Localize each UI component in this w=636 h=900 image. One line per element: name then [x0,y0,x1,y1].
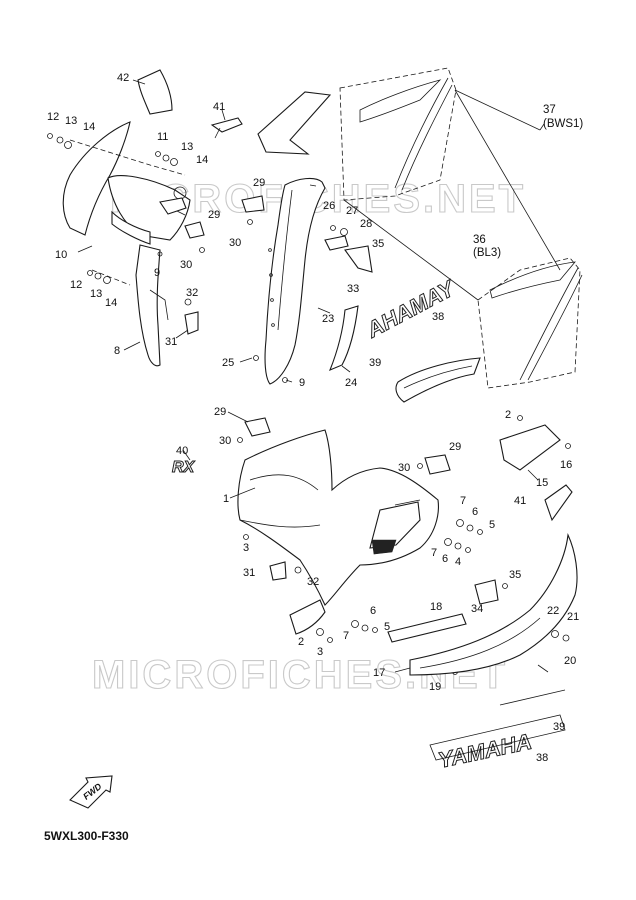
callout-2: 2 [505,409,511,421]
callout-6: 6 [442,553,448,565]
callout-35: 35 [372,238,384,250]
decal-40: RX [172,459,196,476]
part-main-fairing-1[interactable] [237,429,439,635]
leader-lines [77,79,549,673]
callout-13: 13 [65,115,77,127]
callout-9: 9 [154,267,160,279]
callout-30: 30 [398,462,410,474]
decal-yamaha-mirror: AHAMAY [362,275,460,343]
callout-28: 28 [360,218,372,230]
callout-29: 29 [208,209,220,221]
callout-6: 6 [472,506,478,518]
part-inner-panel-23[interactable] [264,177,326,385]
callout-40: 40 [176,445,188,457]
callout-37-variant: (BWS1) [543,118,583,130]
callout-7: 7 [460,495,466,507]
fasteners-lower [237,415,571,675]
decal-yamaha: YAMAHA [436,729,534,773]
callout-21: 21 [567,611,579,623]
callout-41: 41 [213,101,225,113]
callout-32: 32 [307,576,319,588]
callout-39: 39 [553,721,565,733]
fasteners-upper-middle [253,91,373,383]
callout-12: 12 [47,111,59,123]
part-strip-18[interactable] [387,613,467,643]
decal-yamaha-outline [429,714,566,761]
callout-36-variant: (BL3) [473,247,501,259]
callout-16: 16 [560,459,572,471]
callout-31: 31 [243,567,255,579]
callout-24: 24 [345,377,357,389]
callout-7: 7 [343,630,349,642]
callout-38: 38 [432,311,444,323]
callout-38: 38 [536,752,548,764]
callout-30: 30 [229,237,241,249]
callout-33: 33 [347,283,359,295]
part-decal-small-upper[interactable] [395,357,481,403]
callout-26: 26 [323,200,335,212]
callout-12: 12 [70,279,82,291]
callout-32: 32 [186,287,198,299]
callout-17: 17 [373,667,385,679]
callout-19: 19 [429,681,441,693]
callout-11: 11 [157,131,168,143]
callout-37: 37 [543,104,556,116]
callout-14: 14 [105,297,117,309]
part-clip-41-lower[interactable] [544,484,573,522]
callout-35: 35 [509,569,521,581]
callout-3: 3 [243,542,249,554]
callout-29: 29 [214,406,226,418]
callout-27: 27 [346,205,358,217]
callout-30: 30 [180,259,192,271]
callout-14: 14 [83,121,95,133]
callout-34: 34 [471,603,483,615]
callout-3: 3 [317,646,323,658]
callout-13: 13 [90,288,102,300]
callout-22: 22 [547,605,559,617]
callout-18: 18 [430,601,442,613]
callout-25: 25 [222,357,234,369]
callout-23: 23 [322,313,334,325]
callout-2: 2 [298,636,304,648]
diagram-code: 5WXL300-F330 [44,829,129,843]
callout-14: 14 [196,154,208,166]
decal-set-36-bl3[interactable] [477,257,583,389]
callout-5: 5 [489,519,495,531]
part-side-cowling-left[interactable] [62,121,191,367]
callout-10: 10 [55,249,67,261]
callout-39: 39 [369,357,381,369]
callout-1: 1 [223,493,229,505]
part-strip-24[interactable] [329,305,359,372]
callout-30: 30 [219,435,231,447]
part-plate-15[interactable] [499,424,561,471]
callout-labels: 42 41 37 (BWS1) 12 13 14 11 13 14 29 29 … [47,72,583,764]
callout-20: 20 [564,655,576,667]
callout-5: 5 [384,621,390,633]
callout-29: 29 [253,177,265,189]
callout-6: 6 [370,605,376,617]
part-41-clip[interactable] [210,117,243,133]
callout-8: 8 [114,345,120,357]
decal-39-strip [499,689,566,706]
fwd-arrow-icon: FWD [69,775,113,809]
fasteners-upper-left [47,133,265,335]
part-42-patch[interactable] [137,69,173,115]
callout-7: 7 [431,547,437,559]
callout-42: 42 [117,72,129,84]
callout-4: 4 [455,556,461,568]
callout-15: 15 [536,477,548,489]
callout-31: 31 [165,336,177,348]
callout-13: 13 [181,141,193,153]
part-lower-cowl-17[interactable] [409,533,578,676]
callout-36: 36 [473,234,486,246]
callout-29: 29 [449,441,461,453]
callout-9: 9 [299,377,305,389]
callout-41: 41 [514,495,526,507]
